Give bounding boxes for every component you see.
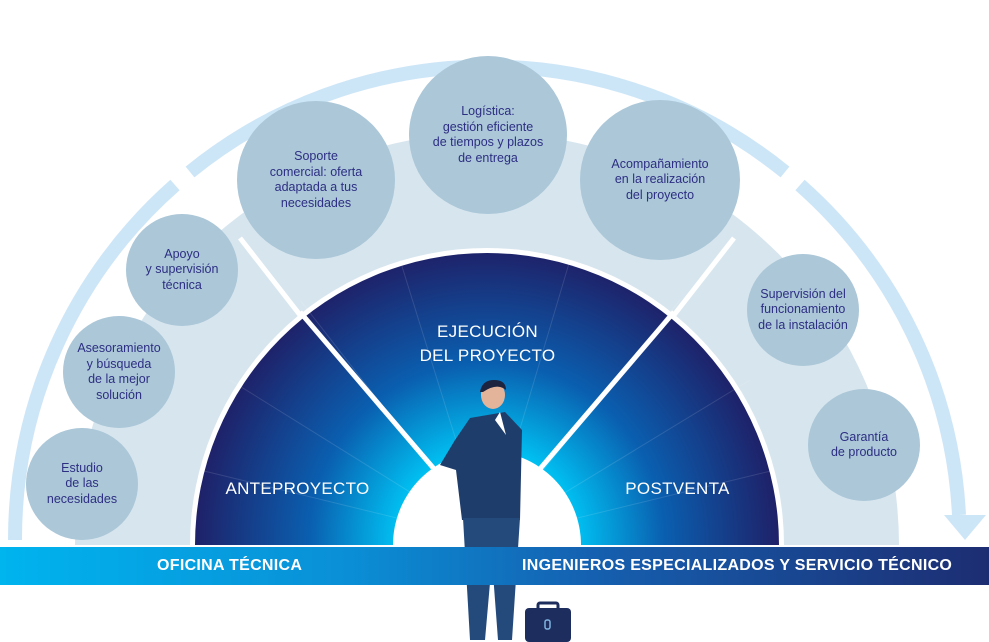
arrow-head-icon — [944, 515, 986, 540]
service-label: Soporte comercial: oferta adaptada a tus… — [269, 149, 363, 210]
service-logistica: Logística: gestión eficiente de tiempos … — [409, 56, 567, 214]
service-garantia: Garantía de producto — [808, 389, 920, 501]
service-label: Asesoramiento y búsqueda de la mejor sol… — [77, 341, 161, 402]
bar-label-oficina: OFICINA TÉCNICA — [157, 557, 303, 574]
service-acompanamiento: Acompañamiento en la realización del pro… — [580, 100, 740, 260]
service-label: Estudio de las necesidades — [46, 460, 118, 506]
bottom-bar: OFICINA TÉCNICA INGENIEROS ESPECIALIZADO… — [0, 547, 989, 585]
service-label: Supervisión del funcionamiento de la ins… — [758, 286, 848, 332]
service-estudio: Estudio de las necesidades — [26, 428, 138, 540]
service-label: Logística: gestión eficiente de tiempos … — [432, 104, 544, 165]
process-arrow-arc — [795, 179, 966, 516]
phase-anteproyecto: ANTEPROYECTO — [225, 479, 370, 498]
briefcase-icon — [525, 608, 571, 642]
service-label: Apoyo y supervisión técnica — [145, 246, 219, 292]
service-apoyo: Apoyo y supervisión técnica — [126, 214, 238, 326]
process-arrow-arc — [7, 179, 180, 541]
service-label: Garantía de producto — [830, 429, 898, 460]
service-asesoramiento: Asesoramiento y búsqueda de la mejor sol… — [63, 316, 175, 428]
phase-postventa: POSTVENTA — [625, 479, 730, 498]
bar-label-ingenieros: INGENIEROS ESPECIALIZADOS Y SERVICIO TÉC… — [522, 557, 953, 574]
phase-ejecucion: EJECUCIÓN DEL PROYECTO — [419, 322, 556, 365]
service-label: Acompañamiento en la realización del pro… — [611, 156, 709, 202]
service-supervision: Supervisión del funcionamiento de la ins… — [747, 254, 859, 366]
service-soporte: Soporte comercial: oferta adaptada a tus… — [237, 101, 395, 259]
